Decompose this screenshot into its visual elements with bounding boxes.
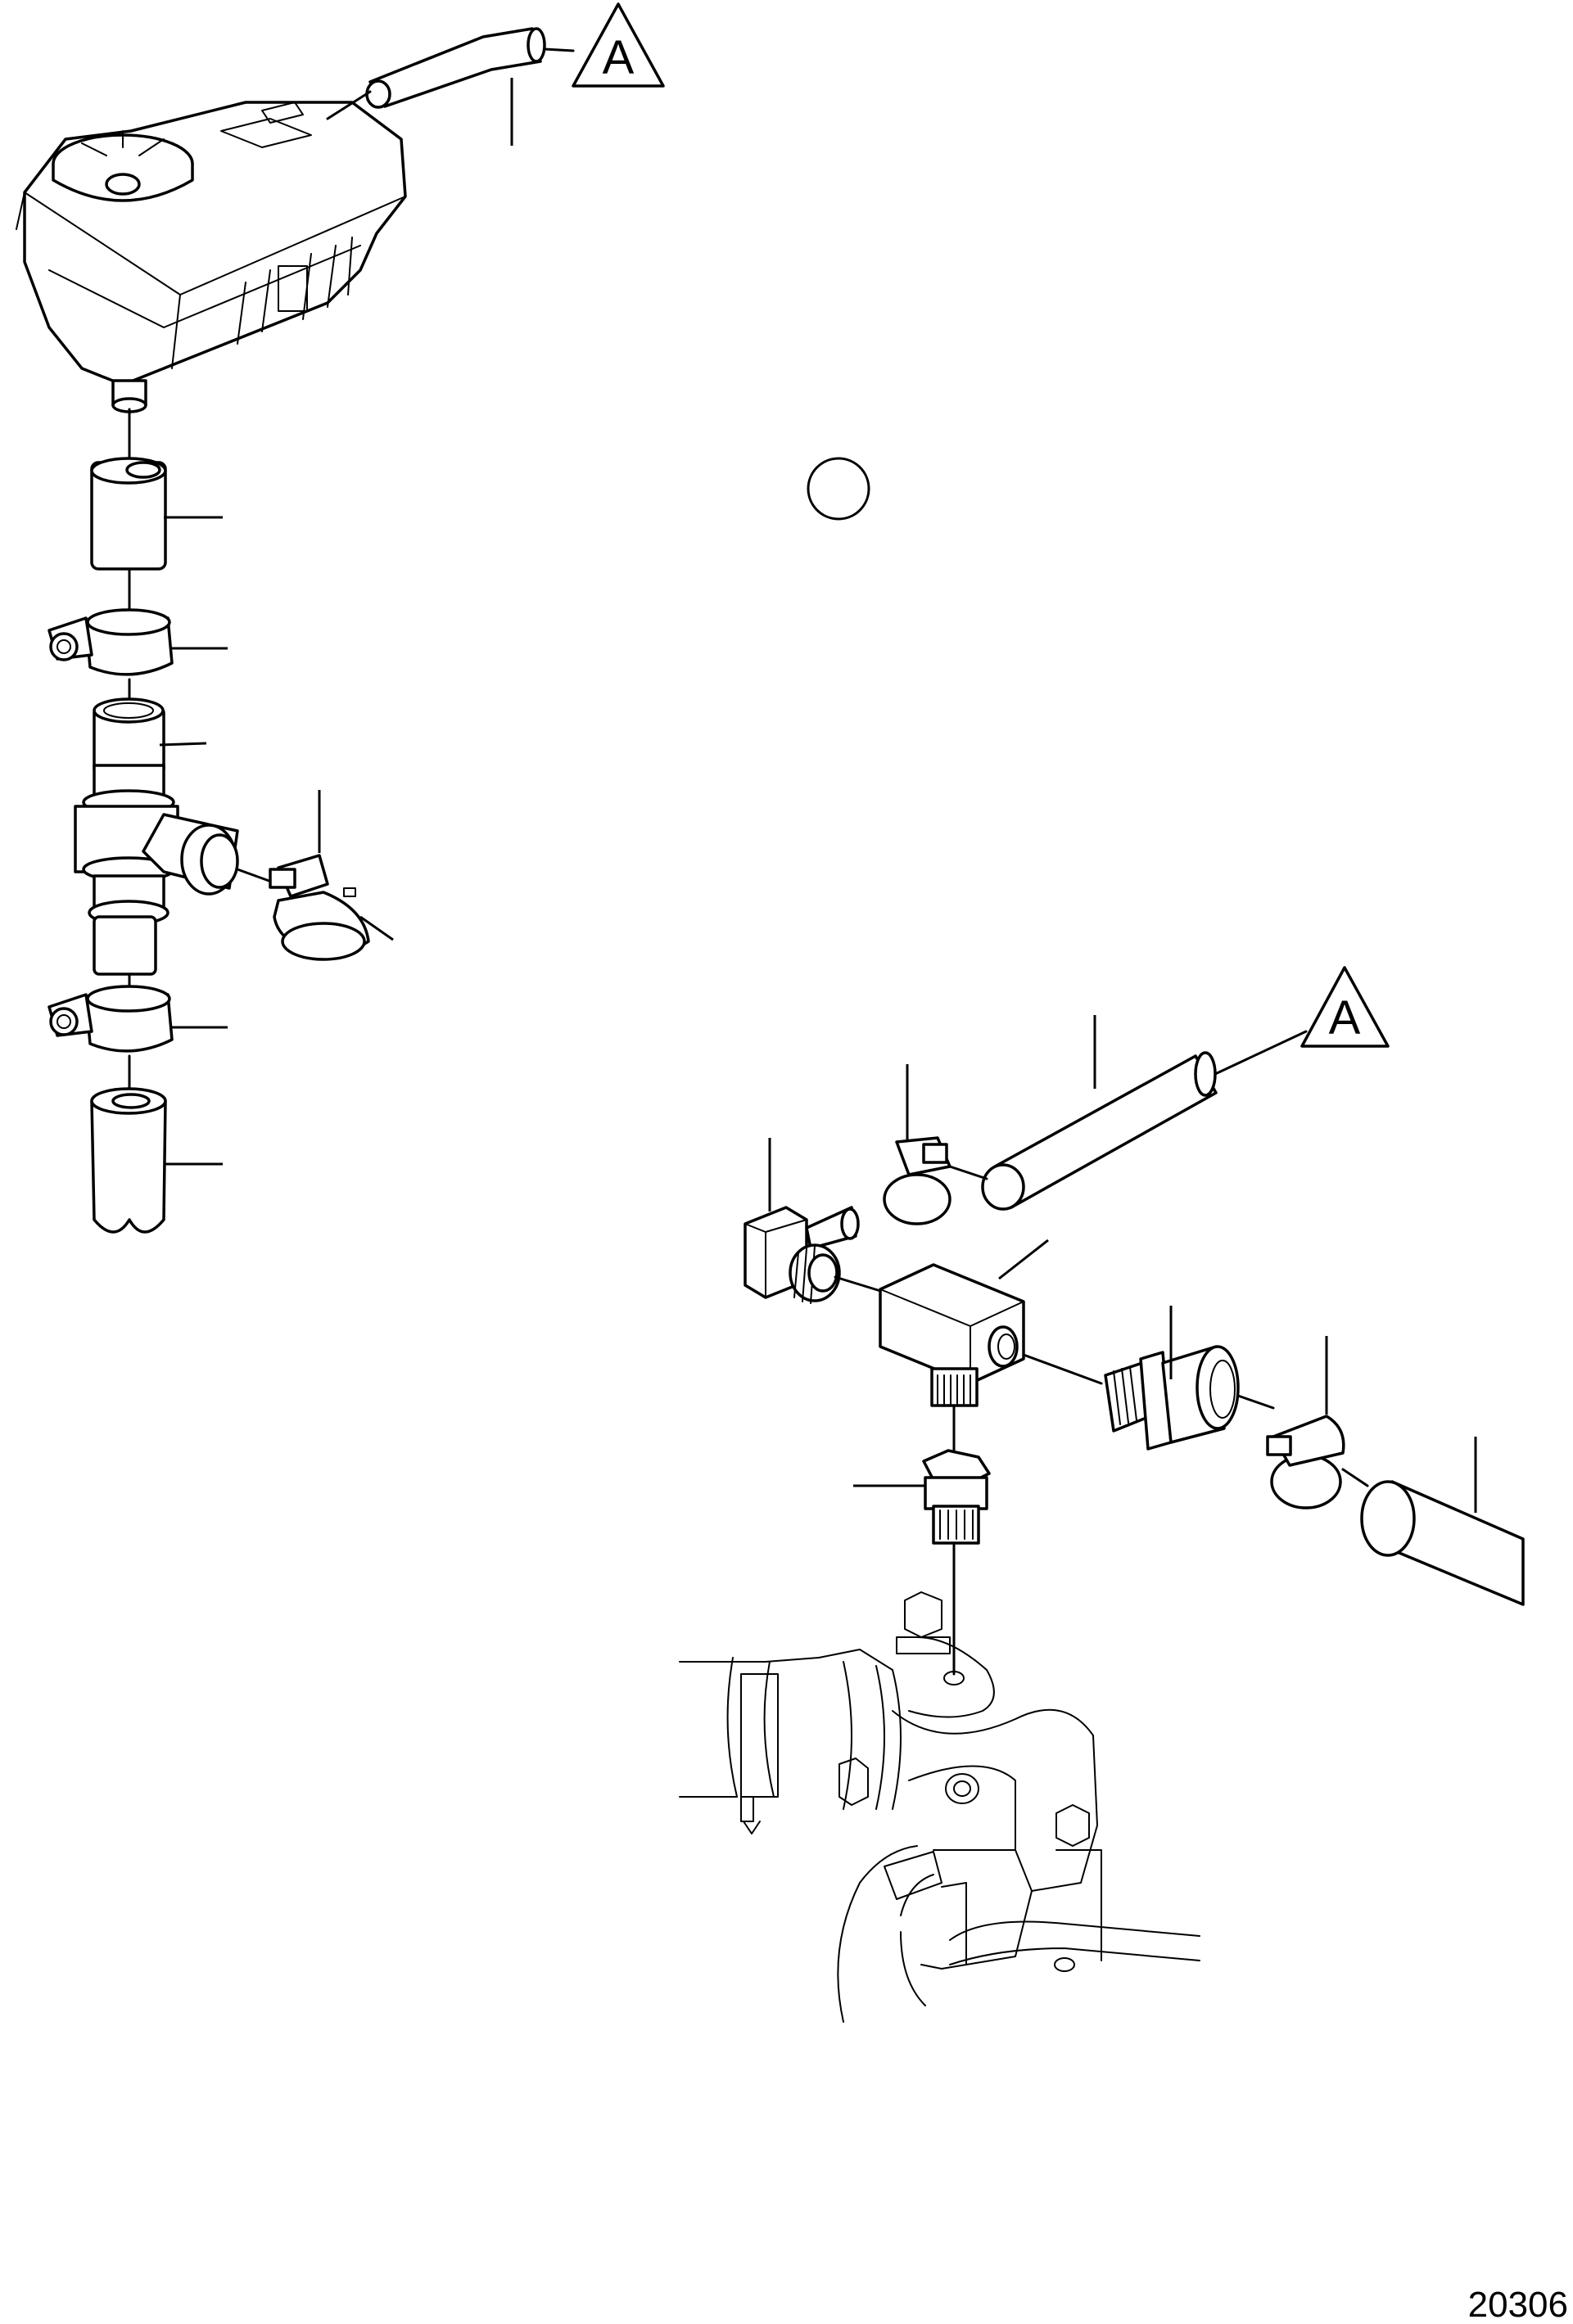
engine-water-pump-housing [679, 1591, 1200, 2023]
hose-clamp-right [1266, 1336, 1345, 1509]
hose-section-upper [90, 457, 223, 571]
hose-to-reference-a [981, 1015, 1308, 1211]
t-piece-connector [74, 697, 239, 976]
hose-clamp-side [236, 790, 394, 961]
elbow-fitting [744, 1138, 860, 1304]
assembly-axis [1341, 1468, 1369, 1487]
reference-marker-a-bottom: A [1300, 966, 1390, 1048]
reference-letter: A [603, 31, 635, 84]
hose-clamp-elbow [883, 1064, 988, 1225]
indicator-circle [807, 457, 870, 521]
hose-clamp-upper [47, 608, 228, 676]
upper-hose-to-a [326, 27, 575, 146]
hose-section-right [1360, 1437, 1525, 1606]
hose-clamp-lower [47, 985, 228, 1053]
reference-marker-a-top: A [572, 2, 665, 88]
hose-section-lower [90, 1087, 223, 1234]
drawing-number: 20306 [1468, 2285, 1568, 2324]
hose-adapter [1104, 1306, 1240, 1451]
threaded-adapter-nut [853, 1449, 991, 1545]
reference-letter: A [1329, 991, 1361, 1045]
assembly-axis [1236, 1394, 1275, 1410]
assembly-axis [1022, 1353, 1103, 1385]
t-block-fitting [879, 1239, 1049, 1407]
expansion-tank [16, 101, 407, 413]
